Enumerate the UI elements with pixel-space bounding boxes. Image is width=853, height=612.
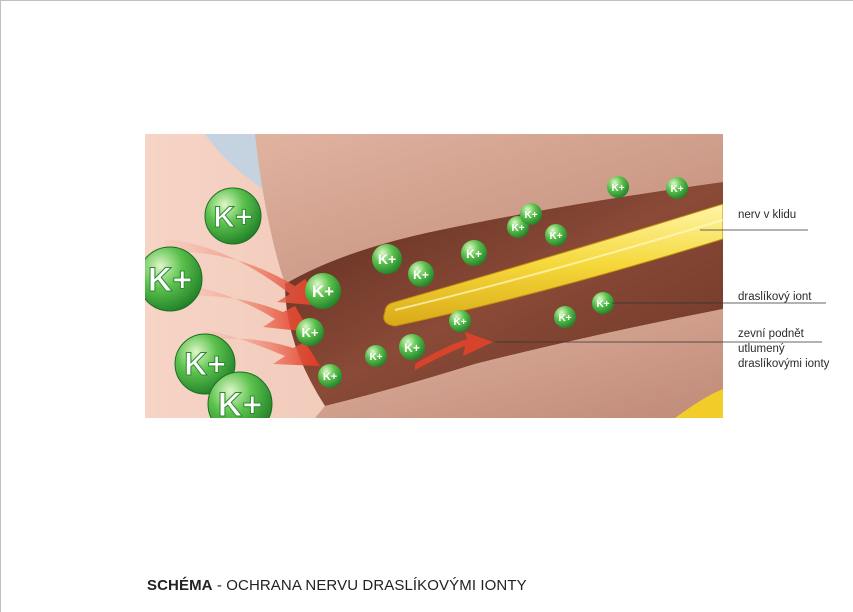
ion: K+ <box>461 240 487 266</box>
ion-label: K+ <box>453 317 466 328</box>
ion: K+ <box>205 188 261 244</box>
ion-label: K+ <box>549 231 562 242</box>
ion-label: K+ <box>369 352 382 363</box>
ion: K+ <box>305 273 341 309</box>
ion-label: K+ <box>312 282 334 301</box>
ion-label: K+ <box>524 210 537 221</box>
ion: K+ <box>607 176 629 198</box>
ion-label: K+ <box>413 268 429 282</box>
ion-label: K+ <box>218 386 262 418</box>
caption-text: - OCHRANA NERVU DRASLÍKOVÝMI IONTY <box>213 577 527 594</box>
figure-caption: SCHÉMA - OCHRANA NERVU DRASLÍKOVÝMI IONT… <box>147 577 527 594</box>
ion-label: K+ <box>466 247 482 261</box>
ion: K+ <box>365 345 387 367</box>
nerve-illustration: K+ K+ K+ K+ K+ K+ K+ K+ K+ K+ K+ K+ K+ K… <box>145 134 723 418</box>
label-stimulus: zevní podnět utlumený draslíkovými ionty <box>738 327 848 372</box>
ion-label: K+ <box>302 325 319 340</box>
ion-label: K+ <box>558 313 571 324</box>
ion-label: K+ <box>670 184 683 195</box>
ion-label: K+ <box>611 183 624 194</box>
ion-label: K+ <box>323 371 337 383</box>
ion: K+ <box>399 334 425 360</box>
label-nerve-at-rest: nerv v klidu <box>738 208 796 223</box>
ion-label: K+ <box>511 223 524 234</box>
ion-label: K+ <box>148 261 192 299</box>
ion-label: K+ <box>596 299 609 310</box>
ion: K+ <box>372 244 402 274</box>
ion: K+ <box>318 364 342 388</box>
ion: K+ <box>145 247 202 311</box>
ion: K+ <box>666 177 688 199</box>
label-potassium-ion: draslíkový iont <box>738 290 812 305</box>
ion-label: K+ <box>213 201 252 234</box>
ion: K+ <box>554 306 576 328</box>
ion: K+ <box>545 224 567 246</box>
ion-label: K+ <box>404 341 420 355</box>
ion: K+ <box>592 292 614 314</box>
ion-label: K+ <box>378 251 396 267</box>
ion: K+ <box>520 203 542 225</box>
caption-bold: SCHÉMA <box>147 577 213 594</box>
ion-label: K+ <box>184 346 226 382</box>
ion: K+ <box>449 310 471 332</box>
ion: K+ <box>296 318 324 346</box>
ion: K+ <box>408 261 434 287</box>
